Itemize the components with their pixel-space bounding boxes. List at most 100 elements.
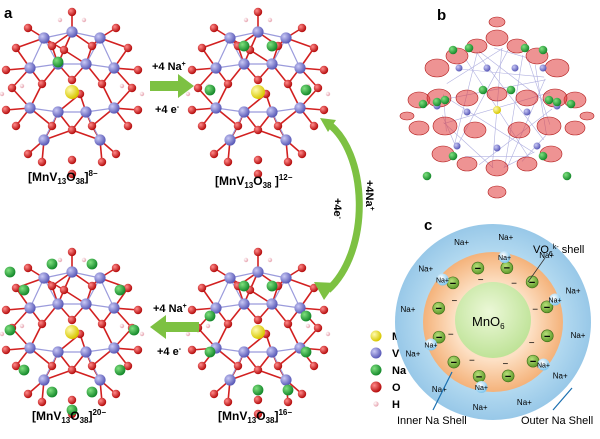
arrow-curved: +4Na+ +4e-: [314, 118, 375, 300]
cluster-mnv13o38-8minus: [0, 7, 145, 179]
oxygen-atom: [309, 361, 319, 371]
vanadium-atom: [80, 346, 92, 358]
vanadium-atom: [80, 298, 92, 310]
isosurface-lobe: [516, 156, 538, 172]
outer-na-shell-label: Outer Na Shell: [521, 415, 593, 427]
oxygen-atom: [197, 43, 207, 53]
sodium-atom: [114, 284, 126, 296]
vanadium-atom: [266, 346, 278, 358]
sodium-atom: [440, 95, 450, 105]
arrow-curve-path: [323, 119, 363, 293]
oxygen-atom: [209, 263, 219, 273]
isosurface-lobe: [544, 58, 570, 78]
inner-na-ion: [475, 380, 488, 393]
outer-na-ion-label: Na+: [405, 349, 420, 358]
negative-charge-icon: [432, 330, 446, 344]
vanadium-atom: [210, 302, 222, 314]
oxygen-atom: [197, 283, 207, 293]
sodium-atom: [478, 85, 488, 95]
formula-16minus: [MnV13O38]16−: [218, 408, 292, 425]
oxygen-atom: [123, 121, 133, 131]
mno6-label: MnO6: [472, 314, 505, 331]
oxygen-atom: [253, 409, 263, 419]
oxygen-atom: [23, 149, 33, 159]
vanadium-atom: [493, 144, 501, 152]
outer-pointer: [552, 387, 573, 411]
oxygen-atom: [253, 75, 263, 85]
sodium-atom: [448, 151, 458, 161]
oxygen-atom: [253, 315, 263, 325]
hydrogen-atom: [57, 17, 63, 23]
vanadium-atom: [455, 64, 463, 72]
oxygen-atom: [233, 121, 243, 131]
oxygen-atom: [283, 319, 293, 329]
vanadium-atom: [224, 374, 236, 386]
hydrogen-atom: [325, 91, 331, 97]
oxygen-atom: [253, 365, 263, 375]
sodium-atom: [114, 364, 126, 376]
hydrogen-atom: [267, 17, 273, 23]
minus-symbol: −: [436, 332, 442, 344]
oxygen-atom: [67, 7, 77, 17]
legend-label-v: V: [392, 348, 400, 360]
sodium-atom: [204, 346, 216, 358]
vanadium-atom: [38, 134, 50, 146]
oxygen-atom: [187, 65, 197, 75]
legend-swatch-na: [370, 364, 382, 376]
sodium-atom: [18, 364, 30, 376]
isosurface-bond: [494, 47, 528, 58]
vanadium-atom: [108, 342, 120, 354]
oxygen-atom: [253, 395, 263, 405]
sodium-atom: [266, 40, 278, 52]
isosurface-lobe: [515, 89, 539, 107]
isosurface-lobe: [424, 58, 450, 78]
oxygen-atom: [197, 361, 207, 371]
oxygen-atom: [37, 79, 47, 89]
arrow-right-shape: [150, 74, 194, 98]
oxygen-atom: [87, 121, 97, 131]
oxygen-atom: [111, 389, 121, 399]
oxygen-atom: [319, 305, 329, 315]
isosurface-lobe: [564, 120, 586, 136]
vanadium-atom: [238, 298, 250, 310]
sodium-atom: [418, 99, 428, 109]
oxygen-atom: [297, 23, 307, 33]
sodium-atom: [538, 45, 548, 55]
oxygen-atom: [187, 105, 197, 115]
oxygen-atom: [59, 285, 69, 295]
vanadium-atom: [94, 134, 106, 146]
manganese-atom: [65, 85, 79, 99]
oxygen-atom: [133, 345, 143, 355]
outer-na-ion-label: Na+: [566, 287, 581, 296]
vanadium-atom: [24, 102, 36, 114]
sodium-atom: [128, 324, 140, 336]
hydrogen-atom: [81, 17, 87, 23]
na-ion-label: Na+: [436, 277, 449, 284]
oxygen-atom: [253, 169, 263, 179]
hydrogen-atom: [325, 331, 331, 337]
vanadium-atom: [280, 374, 292, 386]
minus-symbol: −: [448, 329, 454, 340]
vanadium-atom: [224, 134, 236, 146]
oxygen-atom: [319, 105, 329, 115]
oxygen-atom: [123, 361, 133, 371]
oxygen-atom: [87, 41, 97, 51]
vanadium-atom: [463, 108, 471, 116]
oxygen-atom: [319, 65, 329, 75]
hydrogen-atom: [185, 91, 191, 97]
oxygen-atom: [1, 65, 11, 75]
manganese-atom: [493, 106, 501, 114]
vo6-shell-label: VO6k- shell: [533, 244, 584, 258]
sodium-atom: [86, 258, 98, 270]
vanadium-atom: [38, 32, 50, 44]
oxygen-atom: [37, 319, 47, 329]
isosurface-lobe: [455, 89, 479, 107]
oxygen-atom: [297, 263, 307, 273]
oxygen-atom: [309, 121, 319, 131]
sodium-atom: [238, 40, 250, 52]
vanadium-atom: [94, 272, 106, 284]
vanadium-atom: [523, 108, 531, 116]
arrow-bottom-na: +4 Na+: [153, 303, 187, 315]
oxygen-atom: [309, 43, 319, 53]
